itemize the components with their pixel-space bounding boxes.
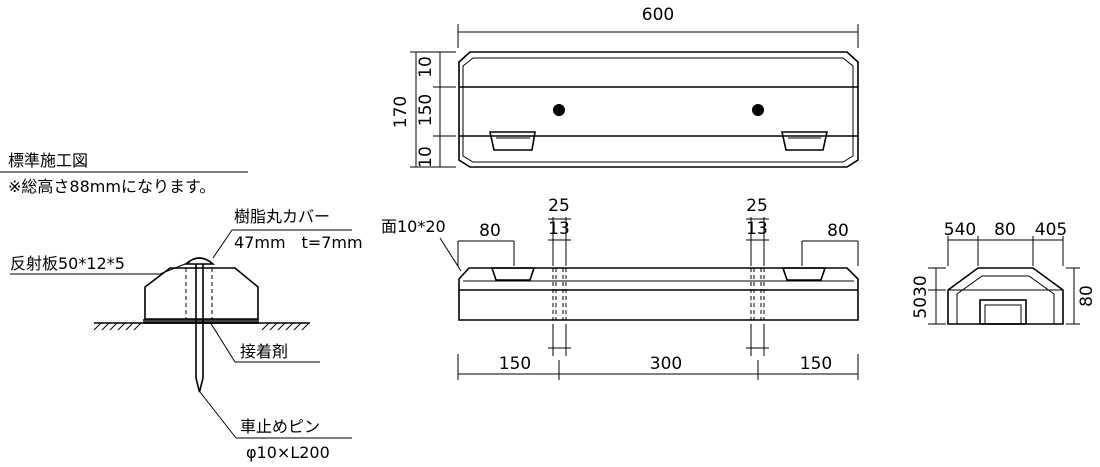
dim-top-h3: 10 (416, 146, 436, 168)
height-note: ※総高さ88mmになります。 (8, 177, 215, 196)
dim-side-right: 405 (1035, 220, 1067, 240)
side-view: 540 80 405 5030 80 (911, 220, 1097, 325)
dim-hole-outer-left: 25 (548, 196, 570, 216)
dim-front-slot-right: 80 (827, 221, 849, 241)
dim-top-h2: 150 (416, 94, 436, 126)
dim-side-left-h: 5030 (911, 275, 931, 318)
pin-hole-right (752, 104, 764, 116)
dim-top-length: 600 (642, 5, 674, 25)
front-view-outline (458, 267, 859, 321)
label-reflector: 反射板50*12*5 (10, 254, 125, 273)
dim-top-h1: 10 (416, 56, 436, 78)
dim-top-height: 170 (391, 96, 411, 128)
dim-side-top: 540 (944, 220, 976, 240)
label-cover: 樹脂丸カバー (234, 207, 330, 226)
adhesive-layer (143, 319, 259, 324)
top-view-outline (458, 51, 859, 168)
dim-side-total-h: 80 (1077, 285, 1097, 307)
front-slot-right (781, 267, 827, 281)
reflector-slot-left (489, 131, 536, 151)
reflector-slot-right (781, 131, 828, 151)
dim-bottom-right: 150 (800, 354, 832, 374)
drawing-title: 標準施工図 (8, 151, 88, 170)
resin-cap (183, 257, 216, 265)
install-detail: 標準施工図 ※総高さ88mmになります。 樹脂丸カバー 47mm t=7mm (0, 151, 363, 462)
front-slot-left (490, 267, 536, 281)
dim-hole-outer-right: 25 (746, 196, 768, 216)
dim-front-slot-left: 80 (479, 221, 501, 241)
label-pin-spec: φ10×L200 (246, 443, 330, 462)
front-view: 面10*20 80 80 25 13 25 13 (381, 196, 859, 380)
stopper-section (144, 267, 259, 320)
dim-hole-inner-right: 13 (746, 219, 768, 239)
label-chamfer: 面10*20 (381, 217, 446, 236)
dim-bottom-left: 150 (499, 354, 531, 374)
dim-hole-inner-left: 13 (548, 219, 570, 239)
top-view: 600 170 10 150 10 (391, 5, 859, 168)
label-pin: 車止めピン (240, 417, 320, 436)
label-adhesive: 接着剤 (240, 342, 288, 361)
side-slot (979, 299, 1027, 325)
pin-hole-left (553, 104, 565, 116)
dim-side-mid: 80 (994, 220, 1016, 240)
dim-bottom-mid: 300 (650, 354, 682, 374)
label-cover-spec: 47mm t=7mm (234, 233, 363, 252)
